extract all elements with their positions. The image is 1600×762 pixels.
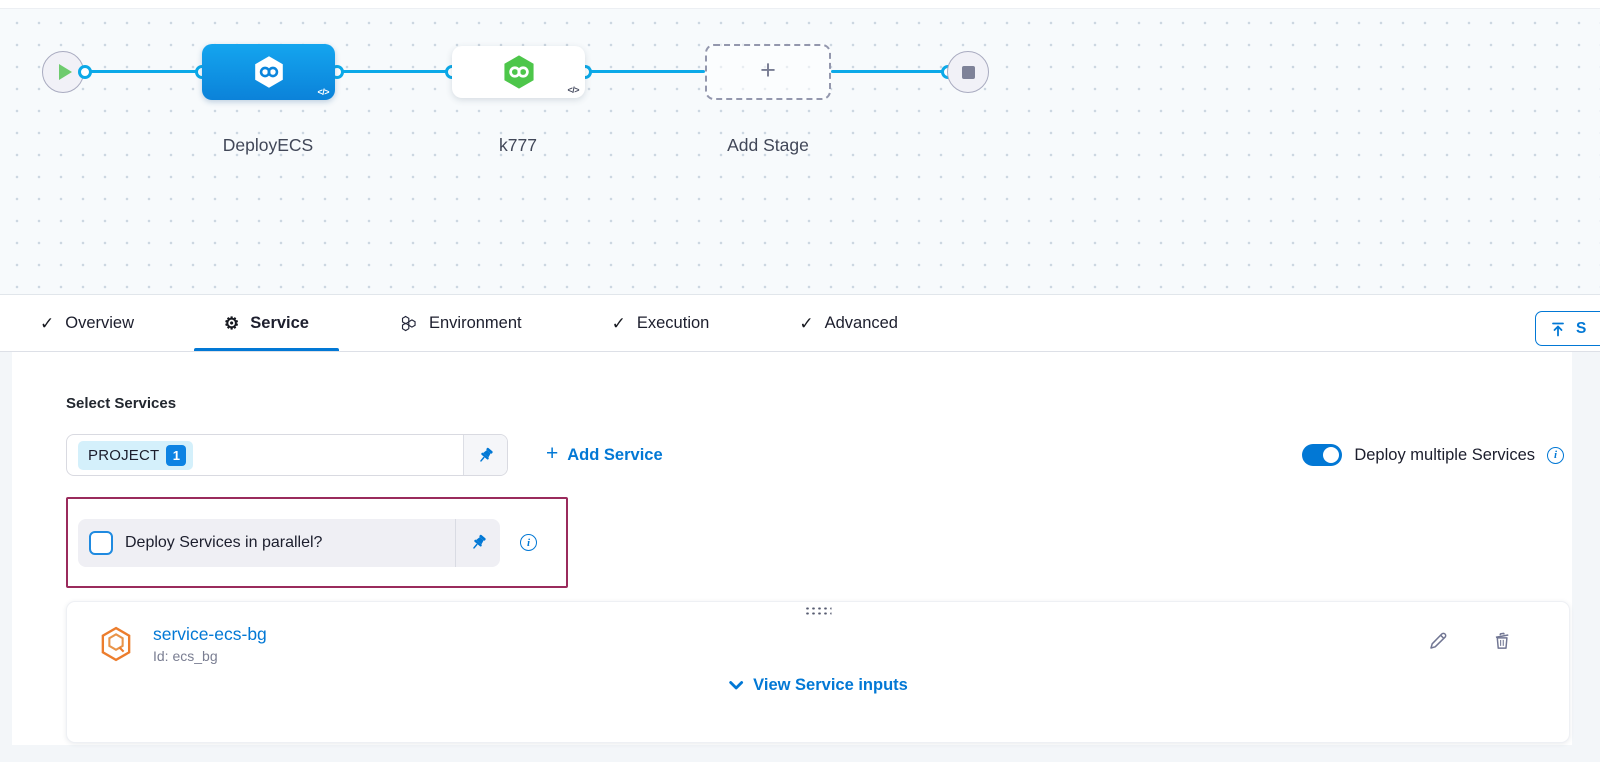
chip-count-badge: 1 xyxy=(166,444,187,466)
drag-handle[interactable] xyxy=(804,606,832,616)
pipeline-end-node[interactable] xyxy=(947,51,989,93)
pin-icon xyxy=(469,533,488,552)
stage-label: k777 xyxy=(499,135,537,155)
add-service-label: Add Service xyxy=(567,445,663,464)
tab-overview[interactable]: ✓ Overview xyxy=(10,295,164,351)
chevron-down-icon xyxy=(728,679,744,692)
stage-label: DeployECS xyxy=(222,135,314,155)
info-icon[interactable]: i xyxy=(520,534,537,551)
tab-service[interactable]: ⚙ Service xyxy=(194,295,339,351)
tab-label: Service xyxy=(250,313,309,332)
play-icon xyxy=(58,64,72,80)
check-icon: ✓ xyxy=(611,313,626,333)
chip-label: PROJECT xyxy=(88,446,160,464)
deploy-multiple-toggle[interactable] xyxy=(1302,444,1343,466)
plus-icon: + xyxy=(760,55,776,85)
view-service-inputs-link[interactable]: View Service inputs xyxy=(728,676,908,695)
check-icon: ✓ xyxy=(799,313,814,333)
tab-label: Overview xyxy=(65,313,135,332)
parallel-checkbox[interactable] xyxy=(89,530,113,555)
service-card-actions xyxy=(1427,630,1513,652)
select-services-label: Select Services xyxy=(66,395,177,412)
deploy-multiple-toggle-group: Deploy multiple Services i xyxy=(1302,434,1564,476)
code-badge: </> xyxy=(567,85,579,95)
service-row: service-ecs-bg Id: ecs_bg xyxy=(99,624,267,664)
tab-label: Execution xyxy=(636,313,710,332)
tab-environment[interactable]: Environment xyxy=(369,295,552,351)
tab-label: Advanced xyxy=(824,313,898,332)
upload-icon xyxy=(1549,320,1567,338)
link-port xyxy=(78,65,92,79)
info-icon[interactable]: i xyxy=(1547,446,1564,464)
stage-node-deployecs[interactable]: </> xyxy=(202,44,335,100)
add-stage-button[interactable]: + xyxy=(705,44,831,100)
add-service-button[interactable]: + Add Service xyxy=(546,434,663,476)
service-name-link[interactable]: service-ecs-bg xyxy=(153,624,267,644)
stage-node-k777[interactable]: </> xyxy=(452,46,585,98)
services-select-input[interactable]: PROJECT 1 xyxy=(66,434,508,476)
tab-label: Environment xyxy=(428,313,522,332)
pipeline-link xyxy=(337,70,452,73)
tab-advanced[interactable]: ✓ Advanced xyxy=(769,295,928,351)
pin-icon xyxy=(476,446,495,465)
service-tab-panel: Select Services PROJECT 1 xyxy=(12,352,1572,745)
plus-icon: + xyxy=(546,442,559,465)
save-button[interactable]: S xyxy=(1535,311,1600,346)
stage-tabbar: ✓ Overview ⚙ Service Environment ✓ Execu… xyxy=(0,294,1600,352)
pipeline-link xyxy=(63,70,202,73)
pipeline-link xyxy=(831,70,944,73)
parallel-option-field: Deploy Services in parallel? xyxy=(78,518,500,567)
service-hexagon-icon xyxy=(99,626,133,662)
edit-pencil-icon[interactable] xyxy=(1427,630,1449,652)
toggle-knob xyxy=(1323,447,1340,463)
service-card: service-ecs-bg Id: ecs_bg xyxy=(66,601,1570,743)
gear-icon: ⚙ xyxy=(224,313,240,333)
tab-execution[interactable]: ✓ Execution xyxy=(582,295,740,351)
parallel-label: Deploy Services in parallel? xyxy=(125,533,323,551)
harness-logo-icon xyxy=(500,53,538,91)
stop-icon xyxy=(961,65,975,79)
pipeline-start-node[interactable] xyxy=(42,51,84,93)
parallel-option-highlight: Deploy Services in parallel? xyxy=(66,497,568,588)
pipeline-link xyxy=(585,70,705,73)
selected-service-chip[interactable]: PROJECT 1 xyxy=(78,440,194,470)
service-id: Id: ecs_bg xyxy=(153,648,218,664)
stage-label: Add Stage xyxy=(727,135,809,155)
pin-input-button[interactable] xyxy=(455,518,500,567)
view-inputs-label: View Service inputs xyxy=(753,676,908,694)
code-badge: </> xyxy=(317,87,329,97)
delete-trash-icon[interactable] xyxy=(1491,630,1513,652)
hexagons-cluster-icon xyxy=(399,314,418,333)
save-button-label: S xyxy=(1576,319,1587,337)
canvas-top-strip xyxy=(0,0,1600,9)
harness-logo-icon xyxy=(251,54,287,90)
check-icon: ✓ xyxy=(40,313,55,333)
deploy-multiple-label: Deploy multiple Services xyxy=(1354,445,1535,464)
pipeline-canvas[interactable]: </> </> + DeployECS k777 Add Stage xyxy=(0,0,1600,294)
pin-input-button[interactable] xyxy=(463,435,507,475)
